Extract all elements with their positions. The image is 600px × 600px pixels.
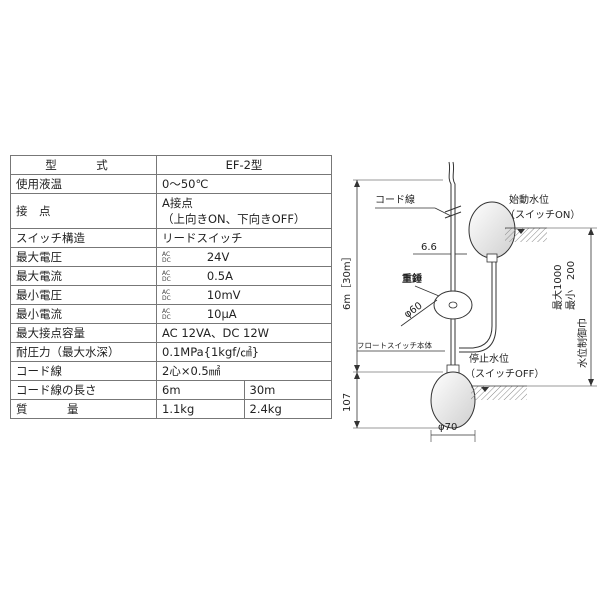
- row-value: A接点 （上向きON、下向きOFF）: [156, 193, 332, 229]
- row-value: AC 12VA、DC 12W: [156, 323, 332, 343]
- stop-level-sub: （スイッチOFF）: [465, 368, 544, 380]
- weight: [433, 290, 473, 320]
- row-value-30m: 30m: [243, 380, 332, 400]
- stop-water-level: [471, 385, 527, 400]
- float-cable: [459, 262, 493, 349]
- row-value-6m: 1.1kg: [156, 399, 245, 419]
- row-value-6m: 6m: [156, 380, 245, 400]
- control-max: 最大1000: [551, 265, 564, 310]
- float-body-label: フロートスイッチ本体: [357, 340, 432, 350]
- row-value: リードスイッチ: [156, 228, 332, 248]
- weight-dia-leader: [400, 299, 438, 327]
- float-diameter: φ70: [438, 422, 457, 433]
- header-value: EF-2型: [156, 155, 332, 175]
- lower-float: [430, 364, 476, 429]
- table-header-row: 型 式 EF-2型: [10, 155, 332, 175]
- start-level-label: 始動水位: [509, 193, 549, 206]
- table-row: 耐圧力（最大水深） 0.1MPa{1kgf/㎠}: [10, 342, 332, 362]
- weight-label: 重錘: [402, 272, 422, 285]
- cord-label: コード線: [375, 193, 415, 206]
- row-label: コード線: [10, 361, 157, 381]
- table-row: 接 点 A接点 （上向きON、下向きOFF）: [10, 193, 332, 229]
- start-water-level: [505, 227, 547, 242]
- main-cord: [444, 161, 462, 365]
- stop-level-label: 停止水位: [469, 352, 509, 365]
- row-label: コード線の長さ: [10, 380, 157, 400]
- weight-leader: [414, 285, 440, 297]
- row-label: 最大電流: [10, 266, 157, 286]
- row-value: 0.1MPa{1kgf/㎠}: [156, 342, 332, 362]
- header-label: 型 式: [10, 155, 157, 175]
- contact-note: （上向きON、下向きOFF）: [162, 212, 306, 226]
- row-label: 耐圧力（最大水深）: [10, 342, 157, 362]
- table-row: 使用液温 0〜50℃: [10, 174, 332, 194]
- float-cable-outer: [459, 262, 497, 353]
- left-dimension: [353, 179, 443, 429]
- control-range-dimension: [527, 227, 597, 387]
- start-level-sub: （スイッチON）: [505, 209, 580, 221]
- row-label: 最大電圧: [10, 247, 157, 267]
- row-value: 0〜50℃: [156, 174, 332, 194]
- row-label: 質 量: [10, 399, 157, 419]
- bottom-dimension: 107: [342, 393, 353, 412]
- table-row: スイッチ構造 リードスイッチ: [10, 228, 332, 248]
- control-range-label: 水位制御巾: [576, 318, 589, 368]
- row-value: 2心×0.5㎟: [156, 361, 332, 381]
- float-switch-diagram: コード線 6.6 始動水位 （スイッチON） 重錘 φ60 フロートスイッチ本体: [341, 161, 597, 442]
- cord-length-dimension: 6m［30m］: [341, 251, 353, 310]
- row-value-30m: 2.4kg: [243, 399, 332, 419]
- control-min: 最小 200: [565, 261, 577, 310]
- table-row: コード線の長さ 6m 30m: [10, 380, 332, 400]
- row-label: スイッチ構造: [10, 228, 157, 248]
- row-label: 最小電圧: [10, 285, 157, 305]
- row-label: 使用液温: [10, 174, 157, 194]
- cord-gap-dimension: 6.6: [421, 242, 437, 253]
- row-label: 最大接点容量: [10, 323, 157, 343]
- spec-table: 型 式 EF-2型 使用液温 0〜50℃ 接 点 A接点 （上向きON、下向きO…: [10, 155, 332, 419]
- cord-leader-tip: [434, 207, 452, 217]
- contact-type: A接点: [162, 196, 193, 210]
- table-row: 最大接点容量 AC 12VA、DC 12W: [10, 323, 332, 343]
- row-label: 最小電流: [10, 304, 157, 324]
- table-row: コード線 2心×0.5㎟: [10, 361, 332, 381]
- table-row: 質 量 1.1kg 2.4kg: [10, 399, 332, 419]
- row-label: 接 点: [10, 193, 157, 229]
